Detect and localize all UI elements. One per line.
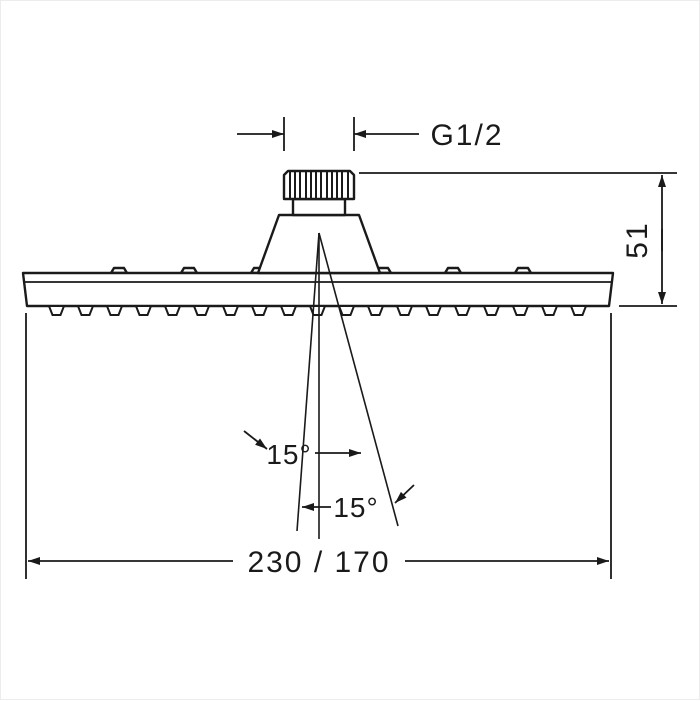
spray-left-line [296,232,320,532]
spray-angle-left-label: 15° [266,439,311,470]
plate-body [21,271,615,308]
angle-annotation-lower: 15° [302,484,415,523]
dimension-thread: G1/2 [237,117,503,152]
head-width-label: 230 / 170 [247,546,390,579]
dimension-width: 230 / 170 [25,313,612,579]
thread-connector [282,169,356,217]
head-plate [21,266,615,317]
angle-leader-right [394,484,415,504]
connection-height-label: 51 [621,221,654,258]
angle-annotation-upper: 15° [243,430,361,470]
angle-leader-left [243,430,268,450]
connector-collar [291,197,347,217]
spray-angle-right-label: 15° [333,492,378,523]
spray-right-line [318,232,399,527]
connector-knurling [289,172,349,198]
nozzle-teeth [48,306,594,317]
thread-size-label: G1/2 [430,119,503,152]
spray-angle-lines [296,232,399,539]
dimension-height: 51 [359,172,677,307]
